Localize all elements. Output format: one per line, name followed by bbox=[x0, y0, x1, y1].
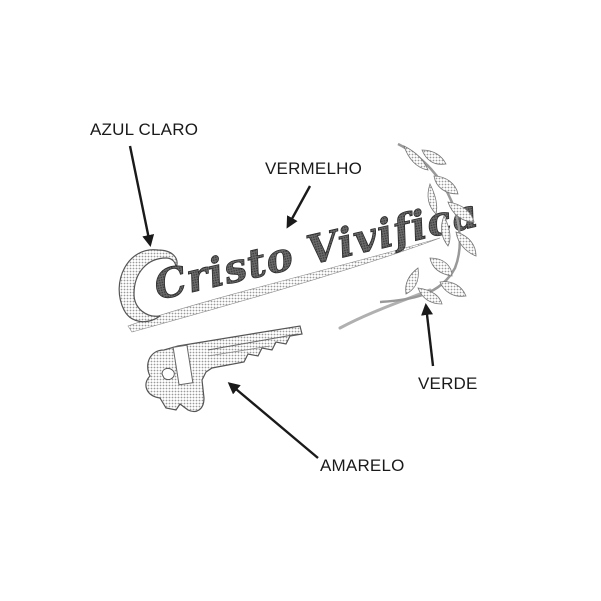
arrow-icon bbox=[227, 382, 319, 459]
label-amarelo: AMARELO bbox=[320, 456, 405, 475]
arrow-icon bbox=[286, 185, 312, 229]
arrow-icon bbox=[421, 303, 435, 367]
arrow-icon bbox=[128, 145, 155, 247]
laurel-branch-icon bbox=[379, 142, 477, 305]
letter-c bbox=[118, 249, 178, 323]
label-verde: VERDE bbox=[418, 374, 478, 393]
label-vermelho: VERMELHO bbox=[265, 159, 363, 178]
arrows bbox=[128, 145, 435, 459]
key-icon bbox=[145, 325, 303, 413]
label-azul-claro: AZUL CLARO bbox=[90, 120, 199, 139]
